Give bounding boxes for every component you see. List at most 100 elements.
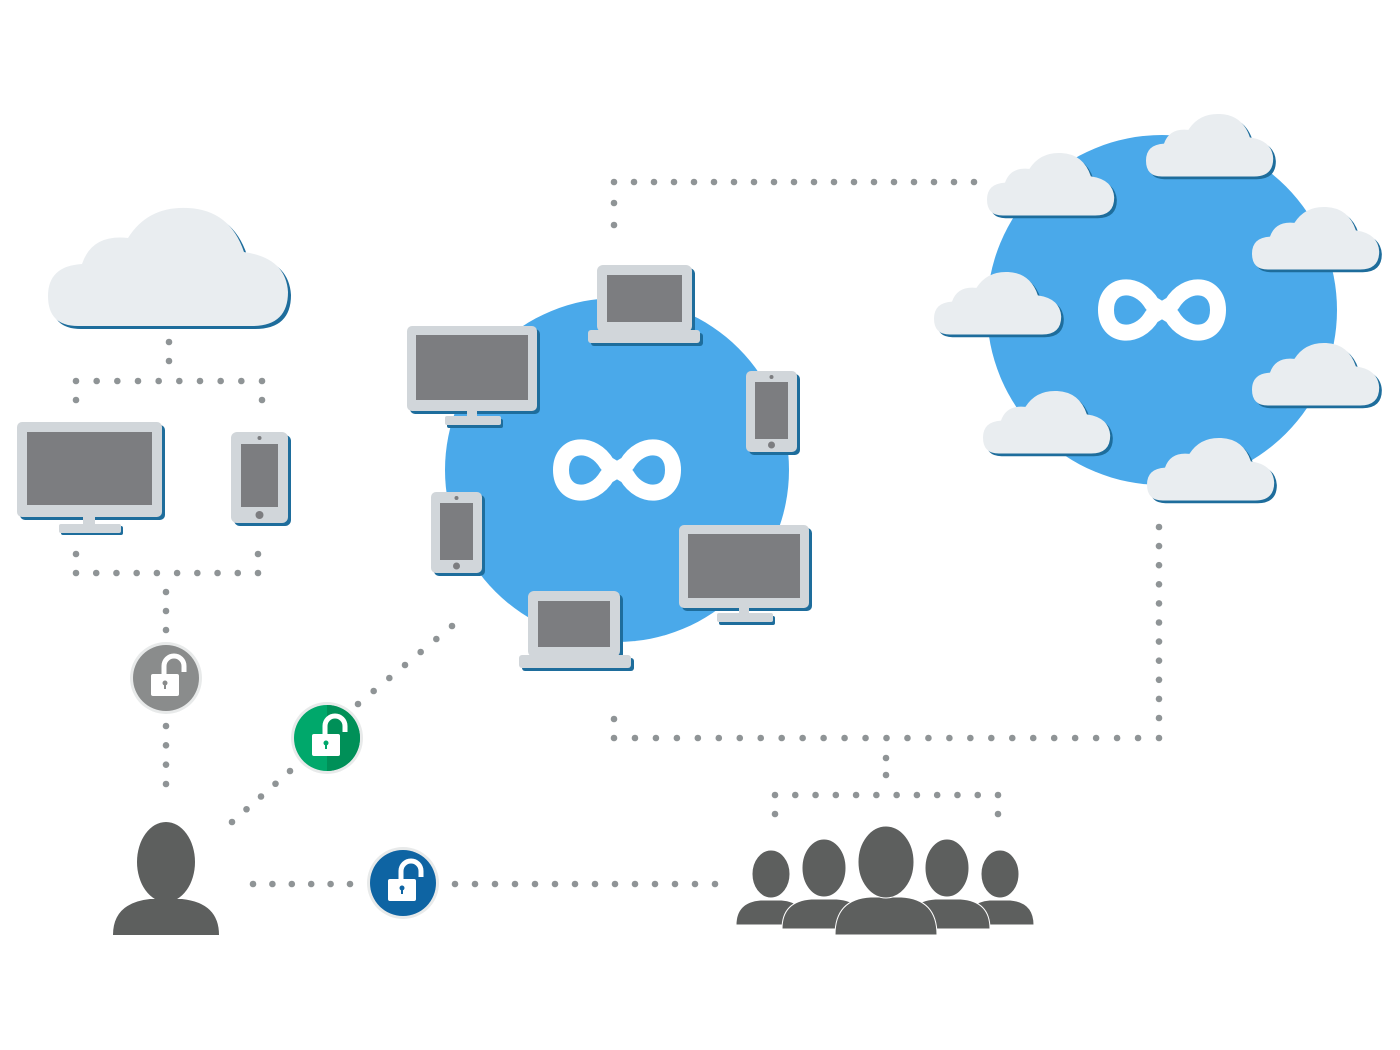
cloud-icon — [934, 271, 1064, 338]
connector-dot — [269, 880, 276, 888]
connector-dot — [1155, 523, 1163, 531]
connector-dot — [354, 700, 362, 708]
connector-dot — [153, 569, 161, 577]
lock-group[interactable] — [367, 847, 439, 919]
desktop-monitor-icon — [407, 326, 540, 428]
connector-dot — [883, 734, 890, 742]
cloud-hub-clouds — [934, 113, 1382, 504]
connector-dot — [736, 734, 744, 742]
connector-dot — [631, 880, 639, 888]
connector-dot — [114, 377, 121, 385]
connector-dot — [433, 635, 440, 643]
personal-cloud — [48, 207, 291, 329]
connector-dot — [994, 791, 1002, 799]
connector-dot — [913, 791, 921, 799]
connector-dot — [1155, 600, 1163, 607]
connector-dot — [904, 734, 911, 742]
connector-dots — [72, 178, 1163, 888]
connector-dot — [1029, 734, 1037, 742]
connector-dot — [1155, 657, 1163, 664]
connector-dot — [386, 674, 393, 682]
cloud-icon — [983, 390, 1113, 457]
connector-dot — [750, 178, 758, 186]
connector-dot — [1155, 638, 1163, 645]
laptop-icon — [519, 591, 634, 671]
connector-dot — [288, 880, 296, 888]
connector-dot — [254, 550, 262, 558]
connector-dot — [1155, 714, 1163, 722]
connector-dot — [1155, 542, 1163, 550]
connector-dot — [631, 734, 639, 742]
connector-dot — [925, 734, 932, 742]
connector-dot — [214, 569, 221, 577]
connector-dot — [307, 880, 315, 888]
hub-tablet-right — [746, 371, 800, 455]
cloud-icon — [48, 207, 288, 326]
cloud-icon — [987, 152, 1117, 219]
connector-dot — [1050, 734, 1058, 742]
connector-dot — [770, 178, 778, 186]
infinity-icon — [1098, 279, 1226, 341]
connector-dot — [591, 880, 599, 888]
infinity-icon — [553, 439, 681, 501]
connector-dot — [988, 734, 995, 742]
connector-dot — [812, 791, 819, 799]
lock-personal[interactable] — [130, 642, 202, 714]
connector-dot — [72, 550, 80, 558]
hub-desktop-right — [679, 525, 812, 625]
connector-dot — [873, 791, 880, 799]
desktop-monitor-icon — [679, 525, 812, 625]
connector-dot — [671, 880, 679, 888]
group-member — [834, 825, 938, 936]
connector-dot — [862, 734, 869, 742]
connector-dot — [610, 178, 618, 186]
personal-desktop — [17, 422, 165, 535]
connector-dot — [950, 178, 958, 186]
connector-dot — [72, 396, 80, 404]
connector-dot — [272, 780, 279, 788]
connector-dot — [234, 569, 242, 577]
connector-dot — [1155, 581, 1163, 588]
connector-dot — [970, 178, 978, 186]
hub-laptop-bottom — [519, 591, 634, 671]
connector-dot — [673, 734, 681, 742]
connector-dot — [258, 377, 266, 385]
connector-dot — [258, 396, 266, 404]
connector-dot — [531, 880, 539, 888]
connector-dot — [162, 588, 170, 596]
connector-dot — [162, 780, 170, 788]
connector-dot — [1155, 695, 1163, 703]
connector-dot — [832, 791, 840, 799]
connector-dot — [1008, 734, 1016, 742]
connector-dot — [571, 880, 579, 888]
connector-dot — [448, 622, 456, 630]
connector-dot — [1155, 619, 1163, 626]
connector-dot — [491, 880, 499, 888]
connector-dot — [162, 742, 170, 749]
connector-dot — [471, 880, 479, 888]
hub-desktop-left — [407, 326, 540, 428]
connector-dot — [771, 810, 779, 818]
connector-dot — [243, 805, 250, 813]
connector-dot — [850, 178, 858, 186]
unlocked-padlock-icon — [151, 653, 187, 696]
connector-dot — [933, 791, 941, 799]
connector-dot — [610, 715, 618, 723]
connector-dot — [652, 734, 660, 742]
connector-dot — [611, 880, 619, 888]
connector-dot — [715, 734, 723, 742]
desktop-monitor-icon — [17, 422, 165, 535]
connector-dot — [162, 626, 170, 634]
connector-dot — [670, 178, 678, 186]
connector-dot — [1092, 734, 1100, 742]
connector-dot — [134, 377, 142, 385]
connector-dot — [93, 377, 100, 385]
connector-dot — [254, 569, 262, 577]
connector-dot — [451, 880, 459, 888]
lock-devices[interactable] — [291, 702, 363, 774]
connector-dot — [810, 178, 818, 186]
tablet-icon — [231, 432, 291, 526]
connector-dot — [778, 734, 785, 742]
connector-dot — [910, 178, 918, 186]
single-user — [113, 822, 219, 935]
